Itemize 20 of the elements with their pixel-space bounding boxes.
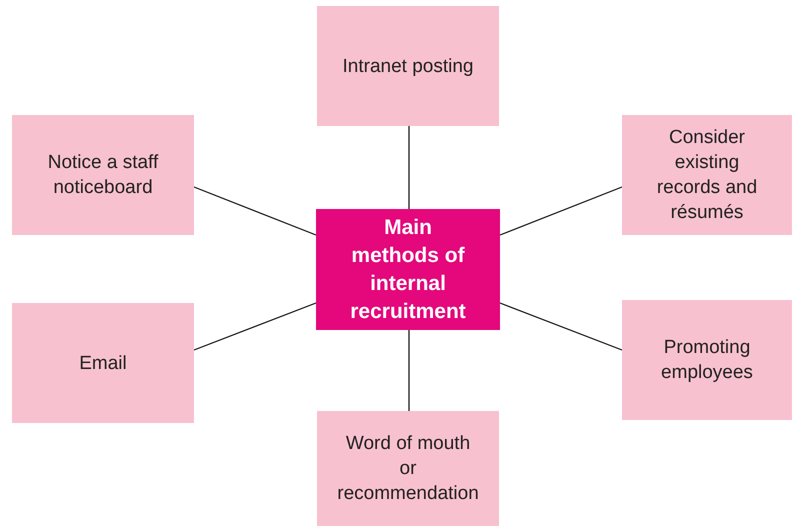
connector-line [194, 302, 316, 351]
connector-line [194, 186, 316, 236]
connector-line [408, 330, 410, 411]
connector-line [408, 126, 410, 209]
method-box [317, 411, 499, 526]
method-box [622, 300, 792, 420]
method-box [622, 115, 792, 235]
topic-text: Main methods of internal recruitment [349, 214, 467, 324]
method-box [12, 115, 194, 235]
method-box [12, 303, 194, 423]
connector-line [500, 186, 622, 236]
method-text: Word of mouth or recommendation [337, 432, 479, 506]
method-text: Intranet posting [342, 54, 474, 78]
method-box [317, 6, 499, 126]
method-text: Consider existing records and résumés [656, 126, 758, 225]
method-text: Notice a staff noticeboard [46, 151, 160, 200]
method-text: Email [79, 352, 127, 376]
method-text: Promoting employees [660, 336, 754, 385]
central-topic-box [316, 209, 500, 330]
connector-line [500, 302, 622, 351]
